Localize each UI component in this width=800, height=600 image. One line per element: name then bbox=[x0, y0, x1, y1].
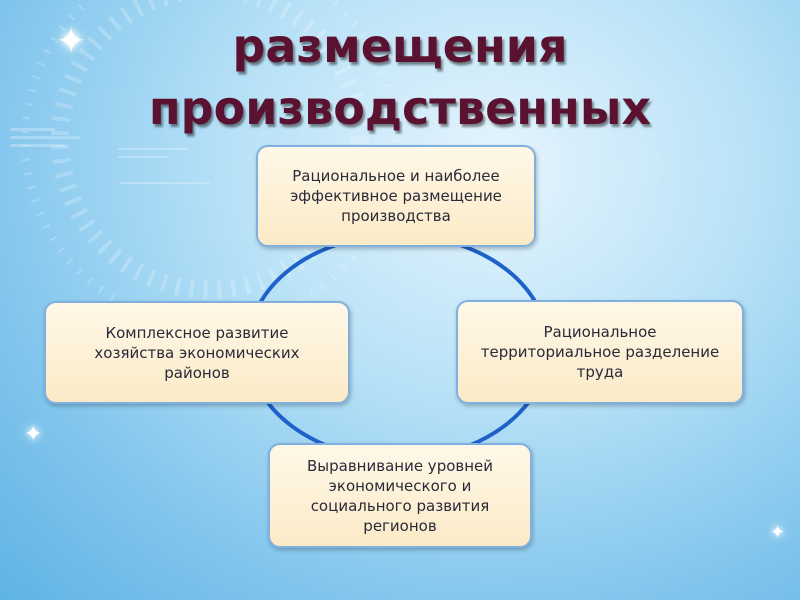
node-bottom: Выравнивание уровней экономического и со… bbox=[268, 443, 532, 548]
title-line-2: размещения bbox=[232, 19, 568, 73]
node-right: Рациональное территориальное разделение … bbox=[456, 300, 744, 404]
sparkle-icon: ✦ bbox=[770, 522, 786, 543]
title-line-3: производственных bbox=[148, 81, 652, 135]
node-left: Комплексное развитие хозяйства экономиче… bbox=[44, 301, 350, 404]
sparkle-icon: ✦ bbox=[56, 21, 87, 62]
node-top: Рациональное и наиболее эффективное разм… bbox=[256, 145, 536, 247]
sparkle-icon: ✦ bbox=[24, 422, 43, 447]
